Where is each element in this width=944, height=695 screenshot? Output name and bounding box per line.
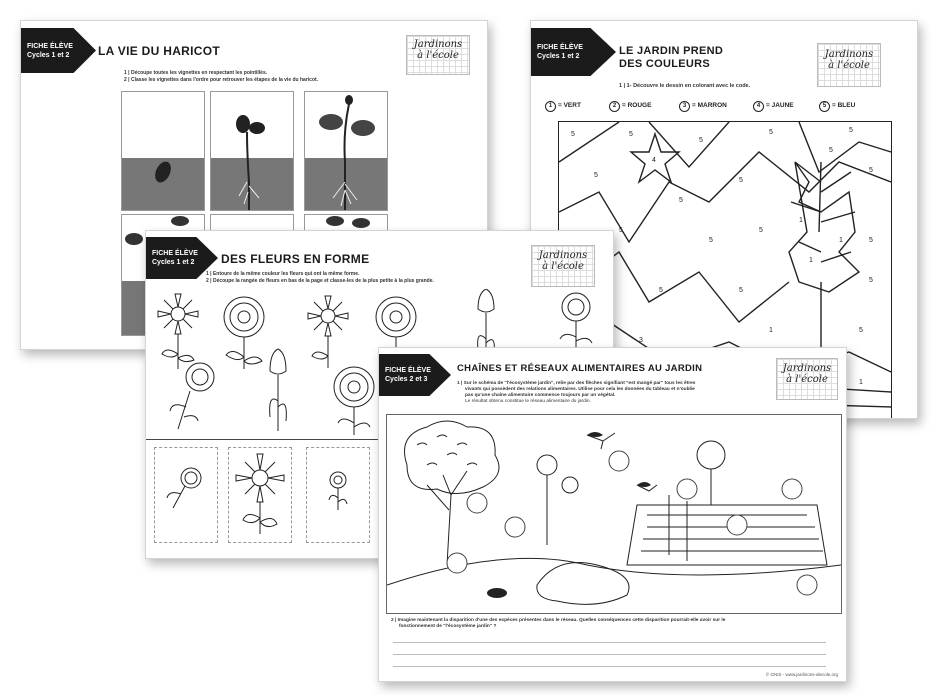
instruction-1c: pas qu'une chaîne alimentaire commence t… <box>465 393 616 398</box>
color-code-5: 5= BLEU <box>819 101 855 112</box>
garden-ecosystem-illustration <box>386 414 842 614</box>
logo-line1: Jardinons <box>824 49 874 60</box>
badge-line1: FICHE ÉLÈVE <box>152 250 198 257</box>
instruction-1: 1 | Sur le schéma de "l'écosystème jardi… <box>457 381 696 386</box>
cut-flower-small <box>306 447 370 543</box>
answer-line-1 <box>393 642 826 643</box>
svg-text:5: 5 <box>769 129 773 136</box>
instruction-1: 1 | 1- Découvre le dessin en colorant av… <box>619 83 751 89</box>
svg-text:5: 5 <box>659 287 663 294</box>
badge-line2: Cycles 1 et 2 <box>152 259 195 266</box>
instruction-2: 2 | Découpe la rangée de fleurs en bas d… <box>206 278 434 284</box>
svg-text:5: 5 <box>619 227 623 234</box>
svg-text:5: 5 <box>849 127 853 134</box>
logo-line2: à l'école <box>542 260 584 272</box>
badge-line1: FICHE ÉLÈVE <box>27 43 73 50</box>
cut-flower-small-rose <box>154 447 218 543</box>
plant-top-icon <box>326 216 370 228</box>
svg-text:5: 5 <box>739 287 743 294</box>
svg-text:5: 5 <box>679 197 683 204</box>
svg-text:5: 5 <box>869 167 873 174</box>
sheet-chaines-alimentaires: FICHE ÉLÈVE Cycles 2 et 3 CHAÎNES ET RÉS… <box>378 347 847 682</box>
sheet-title: LA VIE DU HARICOT <box>98 44 220 58</box>
svg-text:5: 5 <box>759 227 763 234</box>
badge-line1: FICHE ÉLÈVE <box>385 367 431 374</box>
fiche-eleve-badge: FICHE ÉLÈVE Cycles 1 et 2 <box>531 28 616 76</box>
instruction-1b: vivants qui possèdent des relations alim… <box>465 387 695 392</box>
svg-text:5: 5 <box>829 147 833 154</box>
svg-text:5: 5 <box>859 327 863 334</box>
flowers-drawing <box>157 289 593 435</box>
svg-text:5: 5 <box>571 131 575 138</box>
logo-line2: à l'école <box>417 49 459 61</box>
svg-text:5: 5 <box>869 237 873 244</box>
color-code-1: 1= VERT <box>545 101 581 112</box>
vignette-young-plant <box>304 91 388 211</box>
instruction-2: 2 | Imagine maintenant la disparition d'… <box>391 618 726 623</box>
answer-line-2 <box>393 654 826 655</box>
badge-line2: Cycles 1 et 2 <box>27 52 70 59</box>
jardinons-logo: Jardinons à l'école <box>406 35 470 75</box>
vignette-sprout <box>210 91 294 211</box>
sheet-title-line1: LE JARDIN PREND <box>619 45 724 57</box>
sheet-title-line2: DES COULEURS <box>619 58 710 70</box>
jardinons-logo: Jardinons à l'école <box>817 43 881 87</box>
color-code-2: 2= ROUGE <box>609 101 651 112</box>
svg-text:5: 5 <box>594 172 598 179</box>
fiche-eleve-badge: FICHE ÉLÈVE Cycles 1 et 2 <box>21 28 96 73</box>
svg-text:5: 5 <box>739 177 743 184</box>
footer-copyright: © GNIS - www.jardinons-alecole.org <box>765 672 838 677</box>
instruction-1: 1 | Entoure de la même couleur les fleur… <box>206 271 360 277</box>
svg-text:5: 5 <box>629 131 633 138</box>
badge-line1: FICHE ÉLÈVE <box>537 44 583 51</box>
svg-text:1: 1 <box>859 379 863 386</box>
badge-line2: Cycles 1 et 2 <box>537 53 580 60</box>
cut-flower-daisy <box>228 447 292 543</box>
small-flower-icon <box>328 471 348 510</box>
rose-icon <box>166 467 202 509</box>
answer-line-3 <box>393 666 826 667</box>
logo-line1: Jardinons <box>538 250 588 261</box>
logo-line1: Jardinons <box>782 363 832 374</box>
plant-leaves-icon <box>125 216 189 245</box>
svg-text:5: 5 <box>869 277 873 284</box>
instruction-2: 2 | Classe les vignettes dans l'ordre po… <box>124 77 319 83</box>
logo-line1: Jardinons <box>413 39 463 50</box>
sheet-title: CHAÎNES ET RÉSEAUX ALIMENTAIRES AU JARDI… <box>457 363 703 374</box>
svg-text:3: 3 <box>639 337 643 344</box>
logo-line2: à l'école <box>828 59 870 71</box>
bean-seed-icon <box>155 161 171 183</box>
svg-text:4: 4 <box>652 157 656 164</box>
svg-text:1: 1 <box>799 217 803 224</box>
young-plant-icon <box>319 95 375 210</box>
svg-text:1: 1 <box>839 237 843 244</box>
svg-text:5: 5 <box>699 137 703 144</box>
logo-line2: à l'école <box>786 373 828 385</box>
instruction-1: 1 | Découpe toutes les vignettes en resp… <box>124 70 268 76</box>
sheet-title: DES FLEURS EN FORME <box>221 252 370 266</box>
color-code-4: 4= JAUNE <box>753 101 794 112</box>
svg-text:5: 5 <box>709 237 713 244</box>
fiche-eleve-badge: FICHE ÉLÈVE Cycles 2 et 3 <box>379 354 451 396</box>
vignette-seed <box>121 91 205 211</box>
sprout-icon <box>236 115 265 210</box>
badge-line2: Cycles 2 et 3 <box>385 376 428 383</box>
instruction-1d: Le résultat obtenu constitue le réseau a… <box>465 399 591 404</box>
svg-text:1: 1 <box>809 257 813 264</box>
color-code-3: 3= MARRON <box>679 101 727 112</box>
jardinons-logo: Jardinons à l'école <box>531 245 595 287</box>
instruction-2b: fonctionnement de "l'écosystème jardin" … <box>399 624 497 629</box>
svg-text:1: 1 <box>769 327 773 334</box>
daisy-icon <box>235 453 285 534</box>
jardinons-logo: Jardinons à l'école <box>776 358 838 400</box>
